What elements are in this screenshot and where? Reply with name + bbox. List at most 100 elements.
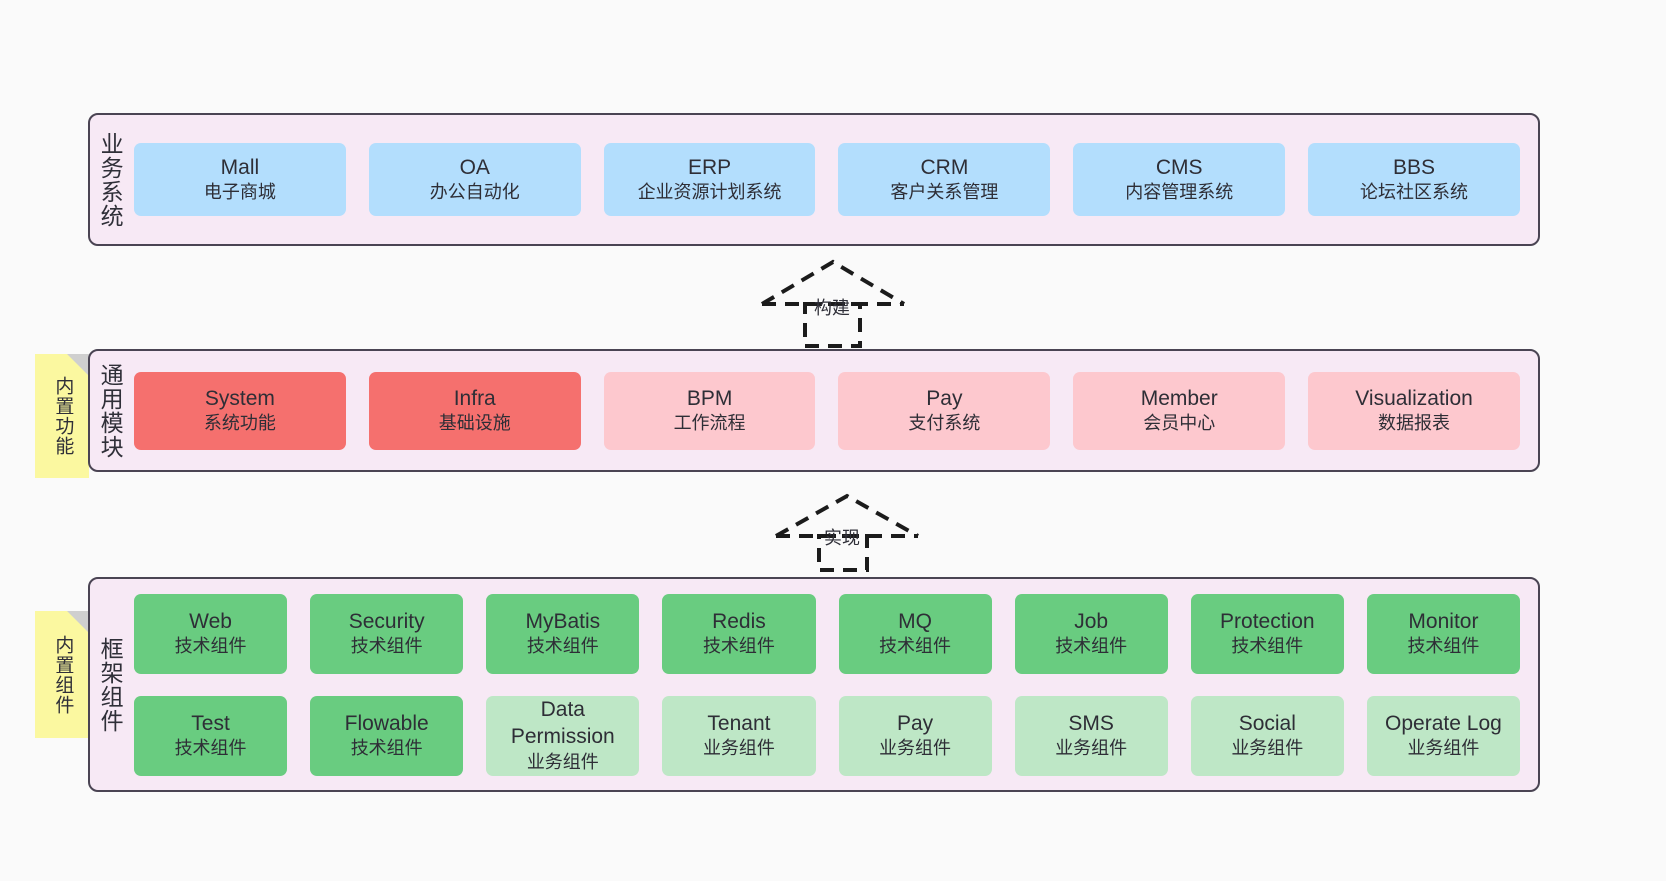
card-subtitle: 技术组件 xyxy=(1055,636,1128,657)
card-subtitle: 技术组件 xyxy=(526,636,599,657)
business-card-erp[interactable]: ERP 企业资源计划系统 xyxy=(603,143,816,216)
card-title: Security xyxy=(348,609,425,633)
common-card-pay[interactable]: Pay 支付系统 xyxy=(838,371,1051,450)
card-title: Tenant xyxy=(707,711,771,735)
folded-corner-icon xyxy=(67,354,89,376)
card-subtitle: 技术组件 xyxy=(1407,636,1480,657)
card-subtitle: 技术组件 xyxy=(350,738,423,759)
card-title: CMS xyxy=(1155,155,1203,179)
card-subtitle: 业务组件 xyxy=(526,751,599,772)
card-subtitle: 电子商城 xyxy=(203,182,276,203)
layer-business-systems-title: 业务系统 xyxy=(97,131,124,228)
card-title: Flowable xyxy=(344,711,429,735)
card-subtitle: 系统功能 xyxy=(203,413,276,434)
card-title: MyBatis xyxy=(525,609,601,633)
card-subtitle: 技术组件 xyxy=(350,636,423,657)
card-title: CRM xyxy=(920,155,969,179)
card-subtitle: 技术组件 xyxy=(702,636,775,657)
framework-card-row-2: Test 技术组件 Flowable 技术组件 Data Permission 业务组件 T… xyxy=(134,695,1520,776)
framework-card-mq[interactable]: MQ 技术组件 xyxy=(838,593,992,674)
card-subtitle: 业务组件 xyxy=(1231,738,1304,759)
framework-card-job[interactable]: Job 技术组件 xyxy=(1014,593,1168,674)
layer-framework-components-title: 框架组件 xyxy=(97,636,124,733)
framework-card-security[interactable]: Security 技术组件 xyxy=(310,593,464,674)
framework-card-sms[interactable]: SMS 业务组件 xyxy=(1014,695,1168,776)
card-title: OA xyxy=(459,155,490,179)
card-subtitle: 数据报表 xyxy=(1378,413,1451,434)
common-card-bpm[interactable]: BPM 工作流程 xyxy=(603,371,816,450)
layer-common-modules: 通用模块 System 系统功能 Infra 基础设施 BPM 工作流程 Pay 支付系统 Me… xyxy=(88,349,1540,472)
card-title: Protection xyxy=(1220,609,1315,633)
card-subtitle: 技术组件 xyxy=(1231,636,1304,657)
card-subtitle: 技术组件 xyxy=(879,636,952,657)
framework-card-monitor[interactable]: Monitor 技术组件 xyxy=(1366,593,1520,674)
card-title: System xyxy=(204,386,275,410)
card-subtitle: 支付系统 xyxy=(908,413,981,434)
card-title: Web xyxy=(189,609,232,633)
build-arrow-label: 构建 xyxy=(814,298,850,318)
common-card-system[interactable]: System 系统功能 xyxy=(134,371,346,450)
card-title: SMS xyxy=(1068,711,1114,735)
common-card-visualization[interactable]: Visualization 数据报表 xyxy=(1308,371,1520,450)
layer-common-modules-title: 通用模块 xyxy=(97,362,124,459)
card-title: Test xyxy=(191,711,230,735)
sticky-note-builtin-components-label: 内置组件 xyxy=(52,634,74,715)
common-card-member[interactable]: Member 会员中心 xyxy=(1073,371,1286,450)
implement-generalization-arrow: 实现 xyxy=(762,490,932,572)
framework-card-web[interactable]: Web 技术组件 xyxy=(134,593,288,674)
card-subtitle: 技术组件 xyxy=(174,636,247,657)
sticky-note-builtin-functions-label: 内置功能 xyxy=(52,376,74,456)
card-title: Data Permission xyxy=(510,698,615,748)
framework-card-redis[interactable]: Redis 技术组件 xyxy=(662,593,816,674)
card-subtitle: 技术组件 xyxy=(174,738,247,759)
card-subtitle: 会员中心 xyxy=(1143,413,1216,434)
card-subtitle: 业务组件 xyxy=(1055,738,1128,759)
card-subtitle: 论坛社区系统 xyxy=(1360,182,1469,203)
card-subtitle: 内容管理系统 xyxy=(1125,182,1234,203)
card-title: ERP xyxy=(687,155,732,179)
framework-card-protection[interactable]: Protection 技术组件 xyxy=(1190,593,1344,674)
implement-arrow-label: 实现 xyxy=(824,528,860,548)
card-title: MQ xyxy=(898,609,932,633)
card-title: Operate Log xyxy=(1385,711,1502,735)
framework-card-data-permission[interactable]: Data Permission 业务组件 xyxy=(486,695,640,776)
card-title: Infra xyxy=(453,386,496,410)
sticky-note-builtin-functions: 内置功能 xyxy=(35,354,89,478)
common-card-row: System 系统功能 Infra 基础设施 BPM 工作流程 Pay 支付系统 Member 会… xyxy=(134,371,1520,450)
card-title: Redis xyxy=(712,609,766,633)
card-title: Monitor xyxy=(1408,609,1479,633)
card-subtitle: 工作流程 xyxy=(673,413,746,434)
card-title: Pay xyxy=(896,711,934,735)
sticky-note-builtin-components: 内置组件 xyxy=(35,611,89,738)
card-subtitle: 客户关系管理 xyxy=(890,182,999,203)
card-title: Visualization xyxy=(1355,386,1473,410)
common-card-infra[interactable]: Infra 基础设施 xyxy=(368,371,581,450)
card-subtitle: 企业资源计划系统 xyxy=(637,182,782,203)
framework-card-test[interactable]: Test 技术组件 xyxy=(134,695,288,776)
card-subtitle: 业务组件 xyxy=(879,738,952,759)
card-subtitle: 基础设施 xyxy=(438,413,511,434)
card-title: Pay xyxy=(926,386,963,410)
framework-card-pay[interactable]: Pay 业务组件 xyxy=(838,695,992,776)
card-title: Job xyxy=(1074,609,1109,633)
card-title: Member xyxy=(1140,386,1218,410)
folded-corner-icon xyxy=(67,611,89,633)
framework-card-mybatis[interactable]: MyBatis 技术组件 xyxy=(486,593,640,674)
business-card-cms[interactable]: CMS 内容管理系统 xyxy=(1073,143,1286,216)
business-card-crm[interactable]: CRM 客户关系管理 xyxy=(838,143,1051,216)
card-title: BPM xyxy=(686,386,733,410)
framework-card-flowable[interactable]: Flowable 技术组件 xyxy=(310,695,464,776)
build-generalization-arrow: 构建 xyxy=(748,256,918,348)
